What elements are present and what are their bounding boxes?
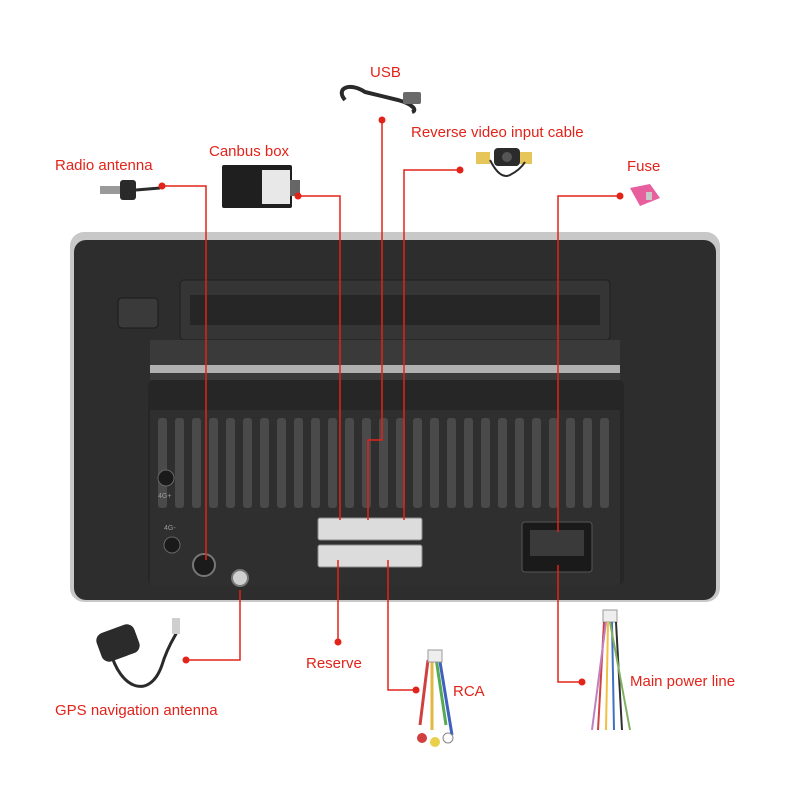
port-mark-bottom: 4G- xyxy=(164,525,176,532)
mount-rail xyxy=(190,295,600,325)
heat-fin xyxy=(226,418,235,508)
heat-fin xyxy=(498,418,507,508)
lte-port-bottom xyxy=(163,536,181,554)
callout-lines xyxy=(162,120,620,691)
reverse-port xyxy=(317,517,423,541)
heat-fin xyxy=(311,418,320,508)
heat-fin xyxy=(600,418,609,508)
mount-tab xyxy=(117,297,159,329)
fuse-part xyxy=(630,184,660,206)
heat-fin xyxy=(379,418,388,508)
label-canbus: Canbus box xyxy=(209,143,290,160)
callout-dots xyxy=(158,116,624,694)
radio-antenna-plug xyxy=(100,180,161,200)
heat-fin xyxy=(481,418,490,508)
label-rca: RCA xyxy=(453,683,485,700)
heat-fin xyxy=(396,418,405,508)
heat-fin xyxy=(566,418,575,508)
antenna-port xyxy=(192,553,216,577)
heat-fin xyxy=(277,418,286,508)
rca-harness xyxy=(417,649,454,747)
label-fuse: Fuse xyxy=(627,158,661,175)
power-harness xyxy=(591,609,631,731)
heat-fin xyxy=(328,418,337,508)
gps-port xyxy=(231,569,249,587)
usb-cable xyxy=(339,84,421,114)
heat-fin xyxy=(464,418,473,508)
label-main-power: Main power line xyxy=(630,673,736,690)
label-radio-antenna: Radio antenna xyxy=(55,157,153,174)
heat-fin xyxy=(345,418,354,508)
heat-fin xyxy=(583,418,592,508)
heat-fin xyxy=(549,418,558,508)
canbus-box xyxy=(222,165,300,208)
label-gps: GPS navigation antenna xyxy=(55,702,218,719)
heat-fin xyxy=(447,418,456,508)
heat-fin xyxy=(192,418,201,508)
chassis-stripe xyxy=(150,365,620,373)
label-usb: USB xyxy=(370,64,401,81)
heat-fins xyxy=(158,418,609,508)
lte-port-top xyxy=(157,469,175,487)
label-reverse-video: Reverse video input cable xyxy=(411,124,584,141)
heat-fin xyxy=(362,418,371,508)
chassis-top xyxy=(150,340,620,380)
port-mark-top: 4G+ xyxy=(158,493,171,500)
heat-fin xyxy=(243,418,252,508)
heat-fin xyxy=(294,418,303,508)
reverse-camera-cable xyxy=(476,148,532,177)
heat-fin xyxy=(515,418,524,508)
gps-antenna-part xyxy=(96,618,180,688)
reserve-port xyxy=(317,544,423,568)
heat-fin xyxy=(209,418,218,508)
heat-fin xyxy=(430,418,439,508)
heat-fin xyxy=(413,418,422,508)
label-reserve: Reserve xyxy=(306,655,362,672)
heat-fin xyxy=(532,418,541,508)
head-unit: 4G+ 4G- xyxy=(70,232,720,602)
heat-fin xyxy=(260,418,269,508)
heat-fin xyxy=(175,418,184,508)
power-socket-inner xyxy=(530,530,584,556)
